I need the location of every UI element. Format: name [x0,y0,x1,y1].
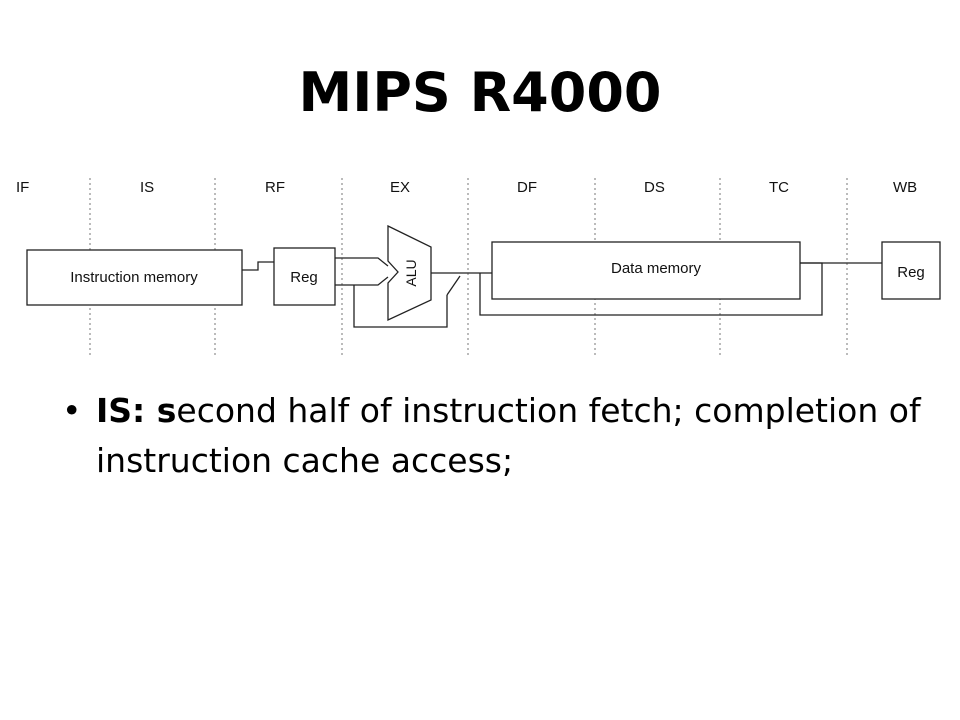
bullet-text: econd half of instruction fetch; complet… [96,391,921,480]
register-file-write-label: Reg [897,264,925,281]
stage-label-ex: EX [390,179,410,196]
data-memory-label: Data memory [611,260,702,277]
pipeline-diagram: IF IS RF EX DF DS TC WB Instruction memo… [16,178,941,355]
register-file-read-block [273,247,336,306]
alu-label: ALU [403,259,419,286]
stage-label-ds: DS [644,179,665,196]
reg-to-alu-wire-top [335,257,389,267]
stage-label-wb: WB [893,179,917,196]
mux-select-wire [446,275,461,296]
stage-label-df: DF [517,179,537,196]
bullet-item: • IS: second half of instruction fetch; … [62,386,942,486]
instruction-memory-block [26,249,243,306]
register-file-read-label: Reg [290,269,318,286]
alu-block [387,224,432,322]
bullet-marker: • [62,391,82,430]
data-memory-block [491,241,801,300]
bullet-label: IS: [96,391,157,430]
reg-to-alu-wire-bottom [335,276,389,286]
instruction-memory-label: Instruction memory [70,269,198,286]
stage-label-if: IF [16,179,29,196]
bullet-lead-letter: s [156,391,177,430]
stage-label-rf: RF [265,179,285,196]
register-file-write-block [881,241,941,300]
stage-label-tc: TC [769,179,789,196]
imem-to-reg-wire [242,261,274,271]
stage-label-is: IS [140,179,154,196]
bypass-loop-wire [353,285,448,328]
bullet-list: • IS: second half of instruction fetch; … [62,386,942,486]
slide-title: MIPS R4000 [298,61,662,124]
